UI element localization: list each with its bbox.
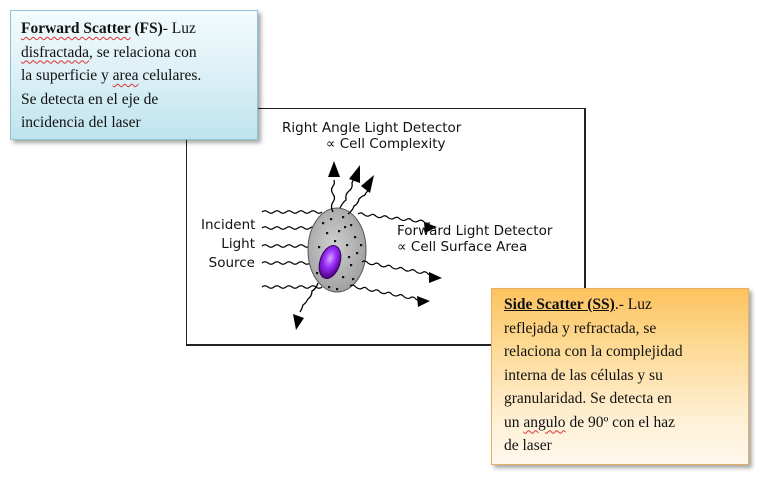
- granule: [338, 230, 340, 232]
- granule: [360, 244, 362, 246]
- incident-light-source-label: Incident Light Source: [201, 216, 255, 273]
- fs-term: Forward Scatter (FS): [21, 20, 163, 37]
- detector-name: Right Angle Light Detector: [282, 120, 461, 136]
- ss-line-6: un angulo de 90º con el haz: [504, 411, 736, 435]
- granule: [328, 286, 330, 288]
- source-line: Incident: [201, 216, 255, 235]
- right-angle-detector-label: Right Angle Light Detector ∝ Cell Comple…: [282, 120, 461, 152]
- forward-scatter-callout: Forward Scatter (FS)- Luz disfractada, s…: [10, 10, 258, 140]
- source-line: Source: [201, 254, 255, 273]
- source-line: Light: [201, 235, 255, 254]
- granule: [342, 276, 344, 278]
- granule: [334, 240, 336, 242]
- granule: [330, 218, 332, 220]
- fs-line-2: disfractada, se relaciona con: [21, 41, 247, 65]
- fs-line-3: la superficie y area celulares.: [21, 64, 247, 88]
- granule: [352, 278, 354, 280]
- granule: [348, 256, 350, 258]
- forward-detector-label: Forward Light Detector ∝ Cell Surface Ar…: [397, 223, 552, 255]
- ss-term: Side Scatter (SS): [504, 296, 615, 313]
- granule: [344, 226, 346, 228]
- side-scatter-callout: Side Scatter (SS).- Luz reflejada y refr…: [491, 288, 749, 465]
- granule: [326, 232, 328, 234]
- ss-line-5: granularidad. Se detecta en: [504, 387, 736, 411]
- ss-line-3: relaciona con la complejidad: [504, 340, 736, 364]
- granule: [350, 264, 352, 266]
- granule: [318, 246, 320, 248]
- detector-property: ∝ Cell Surface Area: [397, 239, 552, 255]
- detector-property: ∝ Cell Complexity: [282, 136, 461, 152]
- fs-line-5: incidencia del laser: [21, 111, 247, 135]
- detector-name: Forward Light Detector: [397, 223, 552, 239]
- granule: [316, 272, 318, 274]
- ss-line-2: reflejada y refractada, se: [504, 317, 736, 341]
- granule: [322, 222, 324, 224]
- granule: [346, 244, 348, 246]
- fs-line-4: Se detecta en el eje de: [21, 88, 247, 112]
- granule: [342, 216, 344, 218]
- granule: [356, 252, 358, 254]
- ss-line-4: interna de las células y su: [504, 364, 736, 388]
- fs-line-1: Forward Scatter (FS)- Luz: [21, 17, 247, 41]
- ss-line-1: Side Scatter (SS).- Luz: [504, 293, 736, 317]
- granule: [336, 288, 338, 290]
- ss-line-7: de laser: [504, 434, 736, 458]
- granule: [350, 224, 352, 226]
- granule: [354, 236, 356, 238]
